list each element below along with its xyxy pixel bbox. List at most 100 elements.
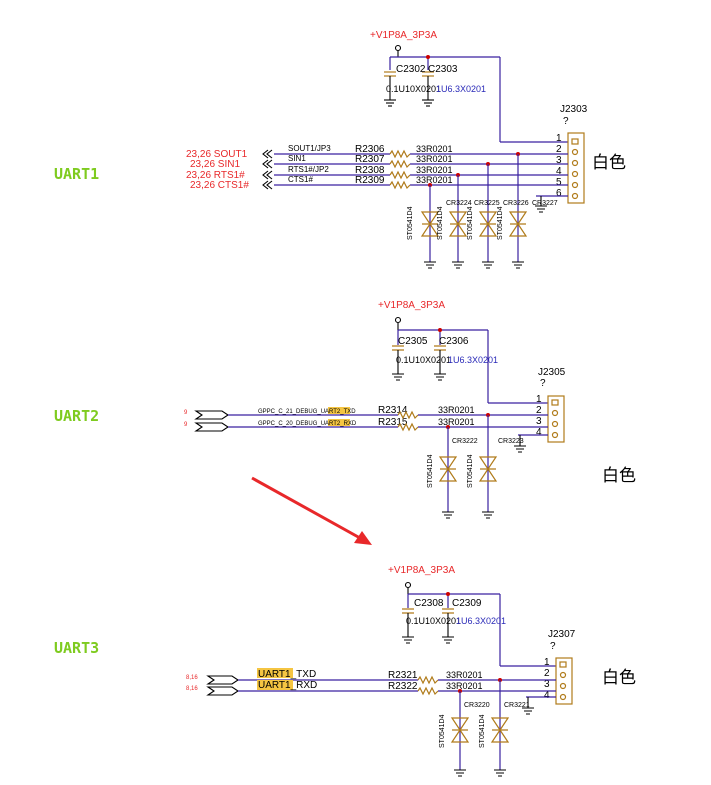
cap-ref-c2303: C2303 [428,64,458,75]
cap-ref-c2306: C2306 [439,336,469,347]
diode-cr3225: CR3225 [474,200,500,207]
resval-1: 33R0201 [416,144,453,154]
junction-dot [426,55,430,59]
offpage-rts1: 23,26 RTS1# [186,170,245,181]
connector-ref-j2303: J2303 [560,104,588,115]
diode-cr3220: CR3220 [464,702,490,709]
pin-2: 2 [556,144,562,155]
diode-cr3223: CR3223 [498,438,524,445]
net-cts1: CTS1# [288,175,313,184]
connector-body-j2307 [555,657,573,705]
block2-power-label: +V1P8A_3P3A [378,300,445,311]
offpage-sout1: 23,26 SOUT1 [186,149,248,160]
connector-pins-j2307 [559,661,567,701]
net-uart1-txd: UART1_TXD [258,669,316,680]
res-r2307: R2307 [355,154,385,165]
j2305-pin-2: 2 [536,405,542,416]
resval-4: 33R0201 [416,175,453,185]
connector-body-j2305 [547,395,565,443]
highlight-uart1-tx [257,668,293,678]
res-r2315: R2315 [378,417,408,428]
diode-cr3224: CR3224 [446,200,472,207]
block1-power-label: +V1P8A_3P3A [370,30,437,41]
uart1-label: UART1 [54,165,99,183]
connector-pins-j2303 [571,138,579,200]
resval-r2322: 33R0201 [446,681,483,691]
connector-sub-j2305: ? [540,378,546,389]
diode-cr3222: CR3222 [452,438,478,445]
red-arrow [251,476,372,545]
uart3-label: UART3 [54,639,99,657]
diode-cr3227: CR3227 [532,200,558,207]
res-r2308: R2308 [355,165,385,176]
resval-r2314: 33R0201 [438,405,475,415]
connector-ref-j2305: J2305 [538,367,566,378]
j2307-pin-2: 2 [544,668,550,679]
res-r2322: R2322 [388,681,418,692]
connector-body-j2303 [567,132,585,204]
diode-part-2a: ST0541D4 [427,454,434,488]
cap-val-c2309: 1U6.3X0201 [456,616,506,626]
port-ref-3: 8,16 [186,675,198,681]
res-r2306: R2306 [355,144,385,155]
cap-ref-c2305: C2305 [398,336,428,347]
pin-5: 5 [556,177,562,188]
cap-val-c2302: 0.1U10X0201 [386,84,441,94]
j2305-pin-3: 3 [536,416,542,427]
port-ref-4: 8,16 [186,686,198,692]
pin-6: 6 [556,188,562,199]
res-r2309: R2309 [355,175,385,186]
highlight-uart1-rx [257,680,293,690]
cap-val-c2308: 0.1U10X0201 [406,616,461,626]
port-rxd [194,422,229,432]
net-rts1: RTS1#/JP2 [288,165,329,174]
capacitor-c2303 [422,71,434,107]
highlight-uart2-rx [328,419,350,426]
diode-part-3: ST0541D4 [467,206,474,240]
port-uart1-rxd [206,686,239,696]
res-r2321: R2321 [388,670,418,681]
port-txd [194,410,229,420]
net-sin1: SIN1 [288,154,306,163]
block1: +V1P8A_3P3A C2302 C2303 0.1U10X0201 [186,30,626,269]
connector-pins-j2305 [551,399,559,439]
connector-sub-j2303: ? [563,116,569,127]
white-label-2: 白色 [602,466,636,486]
white-label-1: 白色 [592,153,626,173]
block3: +V1P8A_3P3A C2308 C2309 0.1U10X0201 1U6.… [186,565,636,777]
diode-part-3a: ST0541D4 [439,714,446,748]
diode-part-2: ST0541D4 [437,206,444,240]
cap-ref-c2308: C2308 [414,598,444,609]
j2307-pin-3: 3 [544,679,550,690]
resistor-zigzags-1 [389,149,411,190]
diode-cr3221: CR3221 [504,702,530,709]
uart2-label: UART2 [54,407,99,425]
cap-ref-c2302: C2302 [396,64,426,75]
cap-val-c2306: 1U6.3X0201 [448,355,498,365]
block2: +V1P8A_3P3A C2305 C2306 0.1U10X0201 1U6.… [184,300,636,519]
port-uart1-txd [206,675,239,685]
offpage-sin1: 23,26 SIN1 [190,159,240,170]
capacitors-block3 [402,608,454,644]
net-sout1: SOUT1/JP3 [288,144,331,153]
resval-3: 33R0201 [416,165,453,175]
tvs-diodes-1 [420,154,528,269]
white-label-3: 白色 [602,668,636,688]
j2307-pin-4: 4 [544,690,550,701]
diode-part-3b: ST0541D4 [479,714,486,748]
pin-3: 3 [556,155,562,166]
resval-r2321: 33R0201 [446,670,483,680]
net-uart2-rxd: GPPC_C_20_DEBUG_UART2_RXD [258,421,357,427]
connector-ref-j2307: J2307 [548,629,576,640]
capacitors-block2 [392,345,446,381]
net-uart1-rxd: UART1_RXD [258,680,317,691]
diode-part-4: ST0541D4 [497,206,504,240]
pin-4: 4 [556,166,562,177]
diode-part-2b: ST0541D4 [467,454,474,488]
port-ref-1: 9 [184,410,188,416]
offpage-chevrons [262,149,273,190]
port-ref-2: 9 [184,422,188,428]
connector-sub-j2307: ? [550,641,556,652]
block3-power-label: +V1P8A_3P3A [388,565,455,576]
